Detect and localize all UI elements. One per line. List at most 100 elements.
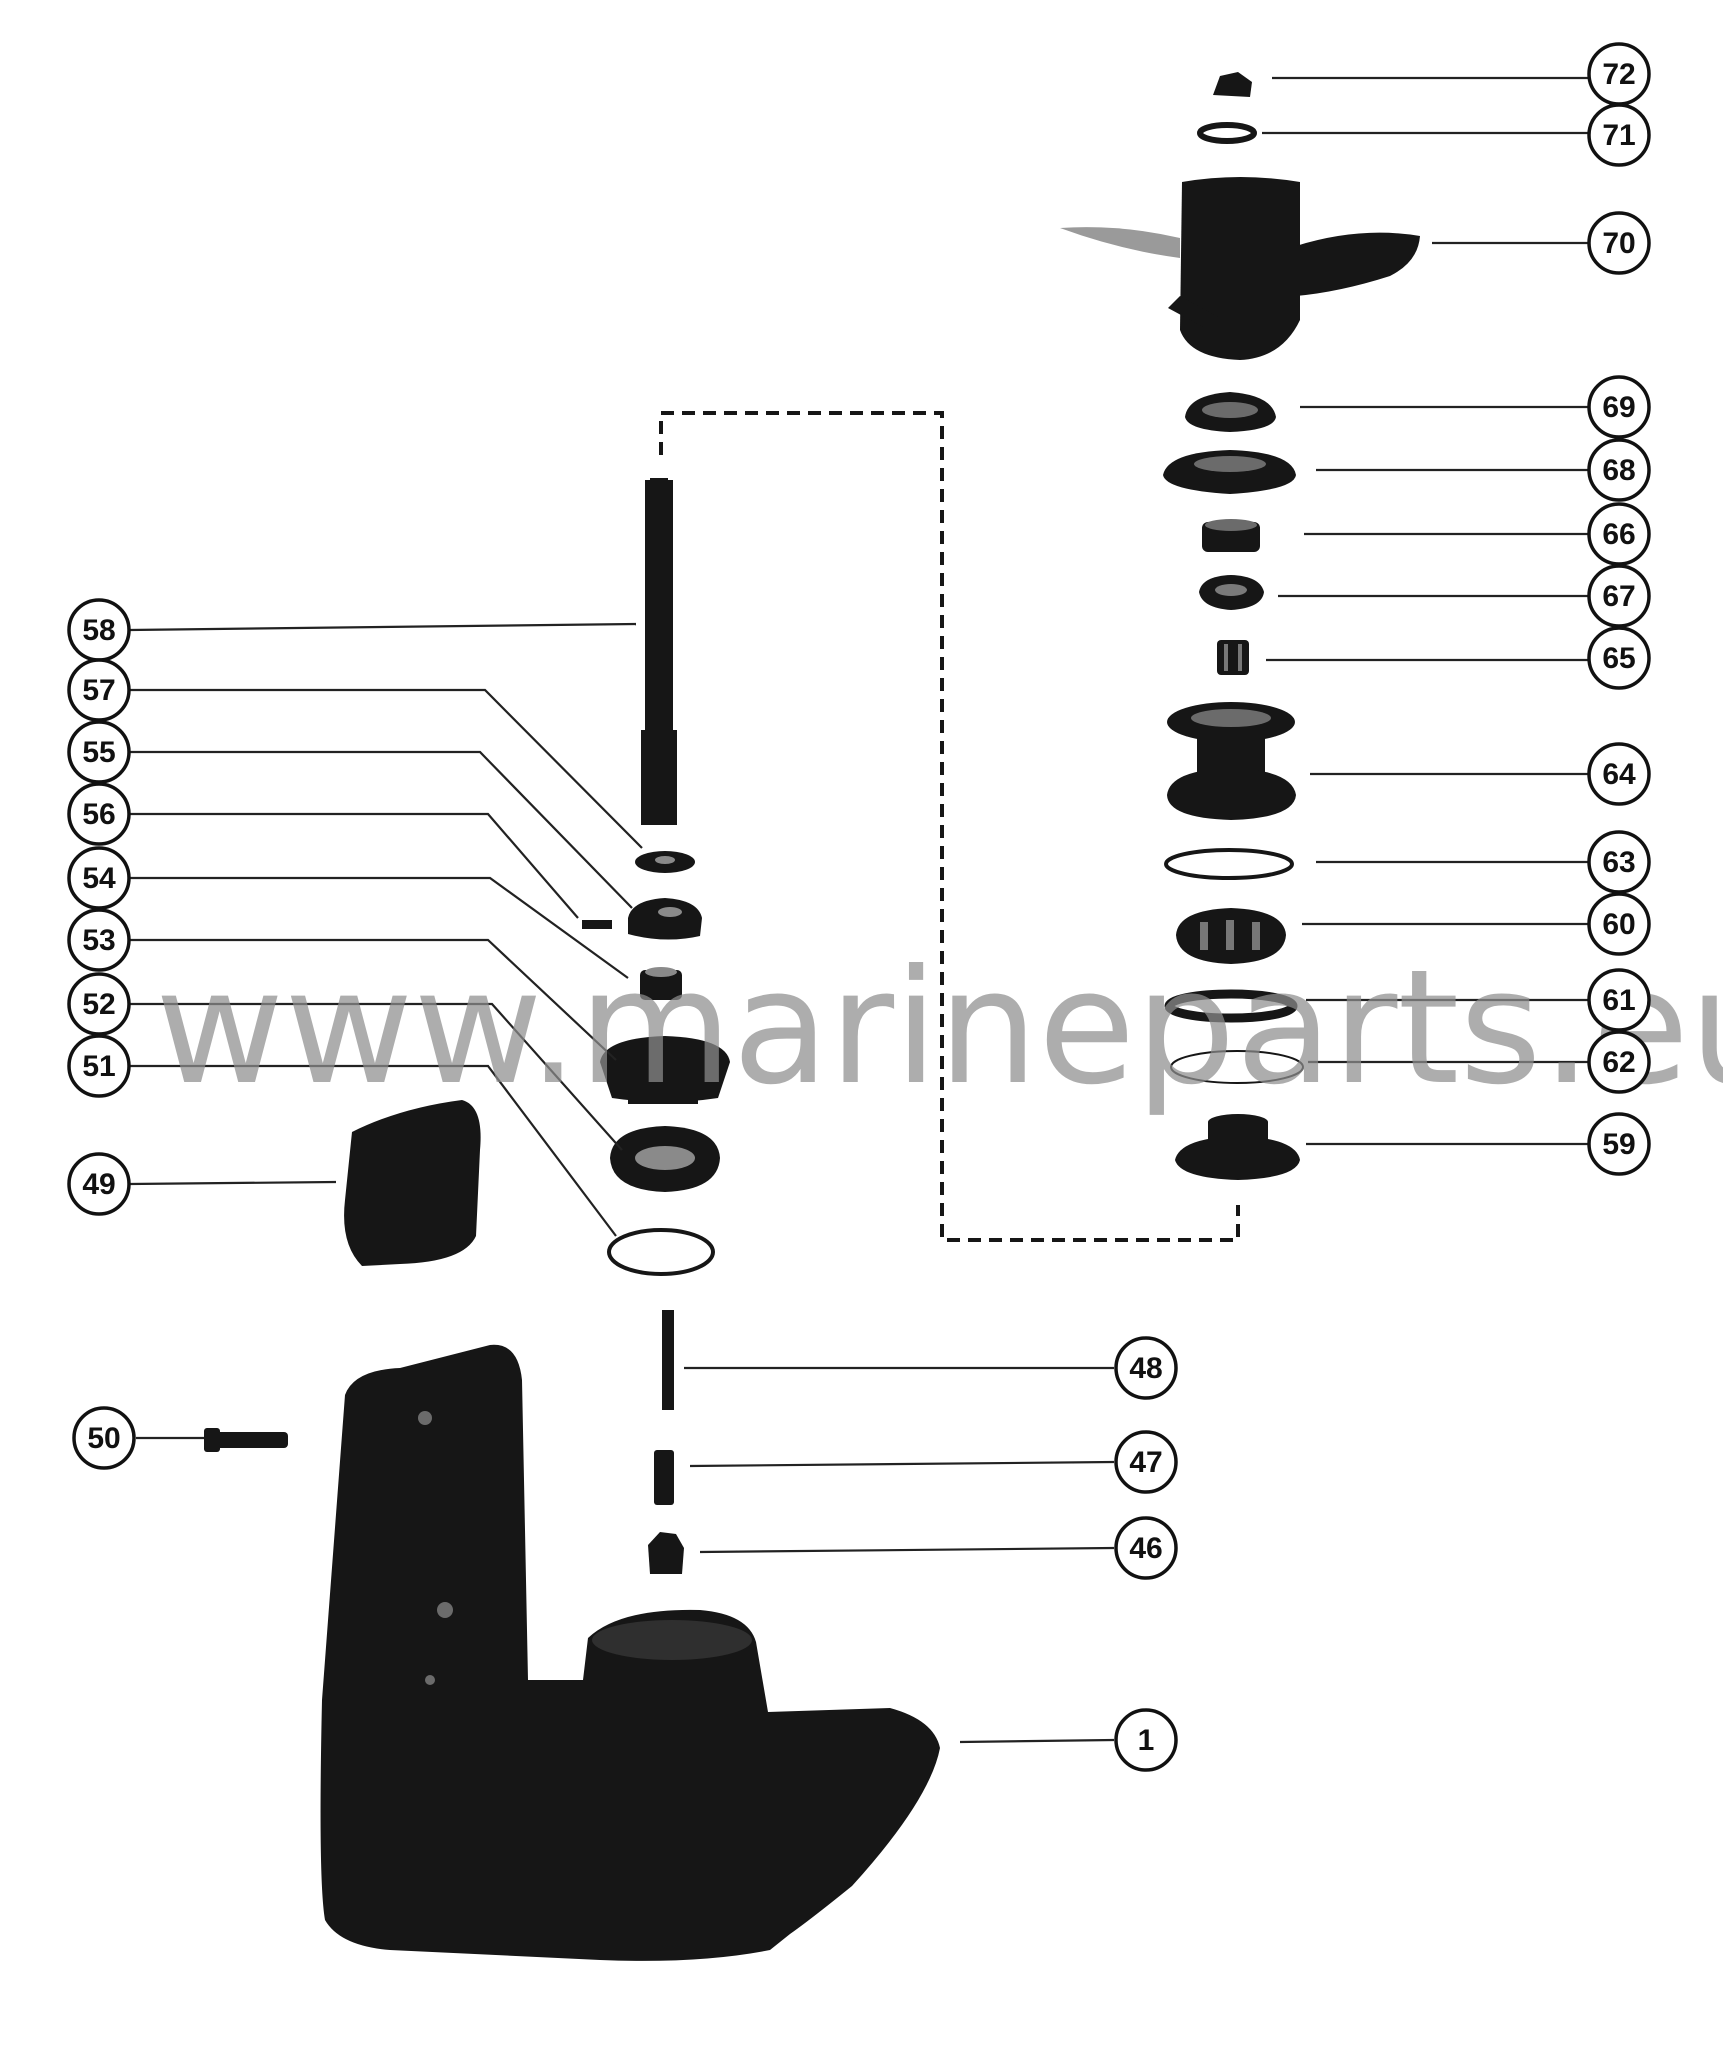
part-49-skeg-plate	[344, 1100, 481, 1266]
callout-label: 63	[1602, 846, 1635, 879]
callout-label: 72	[1602, 58, 1635, 91]
callout-1: 1	[1114, 1708, 1178, 1772]
callout-circle	[67, 1152, 131, 1216]
callout-68: 68	[1587, 438, 1651, 502]
callout-label: 52	[82, 988, 115, 1021]
callout-circle	[1587, 626, 1651, 690]
callout-label: 46	[1129, 1532, 1162, 1565]
leader-51	[130, 1064, 617, 1237]
callout-label: 56	[82, 798, 115, 831]
part-47-pin	[654, 1450, 674, 1505]
part-67-seal	[1199, 575, 1264, 610]
callout-label: 1	[1138, 1724, 1155, 1757]
leader-1	[959, 1738, 1115, 1744]
callout-label: 65	[1602, 642, 1635, 675]
leader-49	[129, 1180, 337, 1186]
leader-47	[689, 1460, 1115, 1468]
callout-72: 72	[1587, 42, 1651, 106]
callout-circle	[67, 972, 131, 1036]
leader-55	[130, 750, 633, 909]
callout-circle	[1114, 1430, 1178, 1494]
part-59-retainer	[1175, 1114, 1300, 1180]
leader-58	[129, 622, 637, 632]
callout-56: 56	[67, 782, 131, 846]
callout-circle	[1587, 438, 1651, 502]
callout-59: 59	[1587, 1112, 1651, 1176]
part-48-spring	[662, 1310, 674, 1410]
callout-48: 48	[1114, 1336, 1178, 1400]
callout-circle	[67, 720, 131, 784]
callout-circle	[72, 1406, 136, 1470]
callout-label: 47	[1129, 1446, 1162, 1479]
callout-label: 61	[1602, 984, 1635, 1017]
part-55-clutch	[628, 898, 702, 940]
part-54-bushing	[640, 967, 682, 1000]
callout-46: 46	[1114, 1516, 1178, 1580]
callout-circle	[1587, 1030, 1651, 1094]
leader-lines	[129, 76, 1590, 1744]
callout-label: 60	[1602, 908, 1635, 941]
callout-circle	[1587, 830, 1651, 894]
callout-52: 52	[67, 972, 131, 1036]
part-58-drive-shaft	[641, 478, 677, 825]
part-57-washer	[635, 851, 695, 873]
leader-56	[130, 812, 579, 919]
callout-circle	[1114, 1336, 1178, 1400]
callout-circle	[1587, 968, 1651, 1032]
callout-circle	[1587, 211, 1651, 275]
callout-label: 48	[1129, 1352, 1162, 1385]
callout-61: 61	[1587, 968, 1651, 1032]
callout-58: 58	[67, 598, 131, 662]
callout-65: 65	[1587, 626, 1651, 690]
callout-60: 60	[1587, 892, 1651, 956]
callout-label: 69	[1602, 391, 1635, 424]
callout-57: 57	[67, 658, 131, 722]
callout-63: 63	[1587, 830, 1651, 894]
part-52-bearing	[610, 1126, 720, 1192]
callout-circle	[67, 908, 131, 972]
part-51-o-ring	[607, 1228, 715, 1276]
callout-label: 70	[1602, 227, 1635, 260]
callout-circle	[1587, 375, 1651, 439]
callout-circle	[1587, 892, 1651, 956]
callout-circle	[1587, 742, 1651, 806]
callout-71: 71	[1587, 103, 1651, 167]
leader-52	[130, 1002, 623, 1151]
callout-49: 49	[67, 1152, 131, 1216]
callout-label: 49	[82, 1168, 115, 1201]
callout-66: 66	[1587, 502, 1651, 566]
callout-label: 66	[1602, 518, 1635, 551]
callout-circle	[1587, 103, 1651, 167]
leader-53	[130, 938, 617, 1061]
callout-label: 53	[82, 924, 115, 957]
callout-label: 51	[82, 1050, 115, 1083]
callout-circle	[67, 658, 131, 722]
part-56-pin	[582, 920, 612, 929]
part-50-bolt	[204, 1428, 288, 1452]
callout-label: 50	[87, 1422, 120, 1455]
callout-70: 70	[1587, 211, 1651, 275]
callout-circle	[67, 846, 131, 910]
callout-62: 62	[1587, 1030, 1651, 1094]
leader-46	[699, 1546, 1115, 1554]
callout-circle	[1587, 564, 1651, 628]
callout-circle	[1587, 502, 1651, 566]
part-64-bearing-carrier	[1167, 702, 1296, 820]
callout-label: 64	[1602, 758, 1636, 791]
leader-57	[130, 688, 643, 849]
part-60-bearing	[1176, 908, 1286, 964]
callout-circle	[1114, 1516, 1178, 1580]
callout-53: 53	[67, 908, 131, 972]
part-63-o-ring	[1164, 848, 1294, 880]
part-65-needle-bearing	[1217, 640, 1249, 675]
callout-label: 59	[1602, 1128, 1635, 1161]
callout-label: 57	[82, 674, 115, 707]
leader-54	[130, 876, 629, 979]
part-53-pinion-gear	[600, 1036, 730, 1104]
part-46-plunger	[648, 1532, 684, 1574]
assembly-dashed-path	[659, 411, 1240, 1242]
part-70-propeller	[1060, 177, 1420, 360]
part-61-shim	[1164, 989, 1298, 1023]
part-62-ring	[1170, 1050, 1304, 1084]
